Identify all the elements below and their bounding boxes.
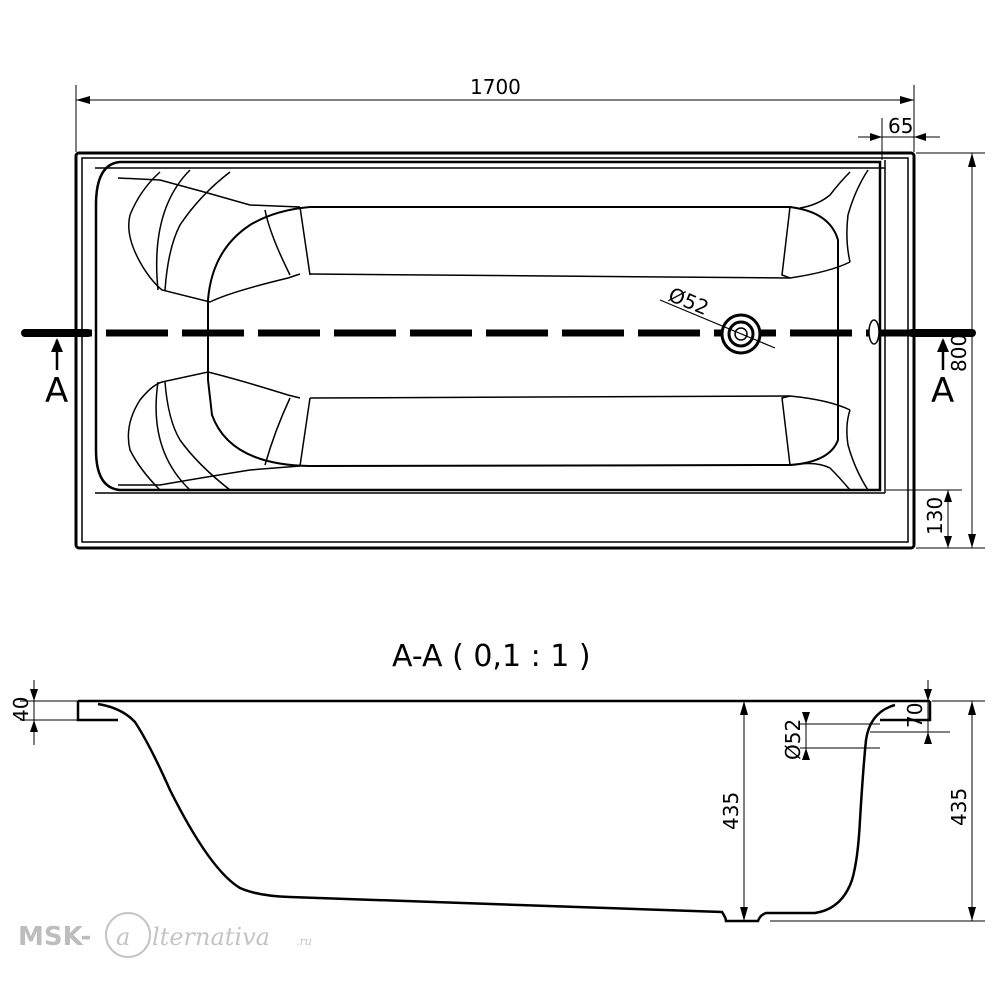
watermark-logo: MSK- a lternativa .ru	[18, 912, 312, 958]
floor-line-upper	[309, 273, 791, 279]
section-label-left: A	[45, 371, 68, 411]
dimension-length	[75, 85, 915, 152]
section-rim-left	[76, 701, 118, 722]
headrest-curve-d	[299, 206, 311, 467]
watermark-at-icon	[105, 912, 151, 958]
dimension-depth-outer	[770, 700, 985, 922]
floor-line-lower	[309, 395, 791, 399]
watermark-tld: .ru	[296, 935, 312, 948]
watermark-prefix: MSK-	[18, 922, 91, 952]
drain-icon	[720, 313, 762, 355]
section-title: A-A ( 0,1 : 1 )	[392, 639, 591, 674]
dimension-depth-inner	[740, 701, 748, 921]
footend-contour	[781, 206, 851, 466]
headrest-contour-lower	[127, 371, 301, 491]
dimension-rim-thickness-label: 40	[9, 697, 33, 722]
footend-curve-upper	[799, 169, 869, 263]
section-view: Ø52 70 40 435	[9, 680, 985, 923]
headrest-curve-c	[264, 209, 291, 466]
drain-diameter-label: Ø52	[665, 282, 712, 320]
headrest-side-lines	[117, 177, 301, 486]
dimension-rim-width	[886, 489, 962, 548]
dimension-width	[916, 152, 985, 549]
plan-view: A A Ø52 1700 65	[21, 75, 985, 550]
dimension-rim-width-label: 130	[923, 497, 947, 535]
watermark-suffix: lternativa	[152, 923, 270, 951]
dimension-length-label: 1700	[470, 75, 521, 99]
dimension-width-label: 800	[947, 334, 971, 372]
overflow-icon	[868, 319, 880, 345]
drain-leader	[659, 299, 776, 349]
basin-floor	[207, 206, 839, 468]
tub-inner-rim	[81, 157, 909, 543]
section-label-right: A	[931, 371, 954, 411]
watermark-at-glyph: a	[116, 923, 130, 951]
headrest-contour-upper	[128, 171, 301, 303]
section-rim-right	[880, 701, 932, 722]
tub-outer-rim	[74, 151, 916, 550]
dimension-overflow-offset-label: 70	[903, 703, 927, 728]
dimension-rim-offset	[858, 118, 940, 160]
dimension-rim-thickness	[20, 680, 78, 745]
section-tub-profile	[97, 702, 896, 923]
section-arrow-right	[937, 338, 949, 370]
dimension-depth-inner-label: 435	[719, 792, 743, 830]
dimension-overflow	[800, 712, 950, 760]
basin-outline	[94, 160, 882, 492]
section-arrow-left	[51, 338, 63, 370]
dimension-depth-outer-label: 435	[947, 788, 971, 826]
dimension-overflow-label: Ø52	[781, 719, 805, 760]
dimension-rim-offset-label: 65	[888, 114, 913, 138]
footend-curve-lower	[799, 409, 869, 491]
dimension-overflow-offset	[924, 680, 932, 744]
